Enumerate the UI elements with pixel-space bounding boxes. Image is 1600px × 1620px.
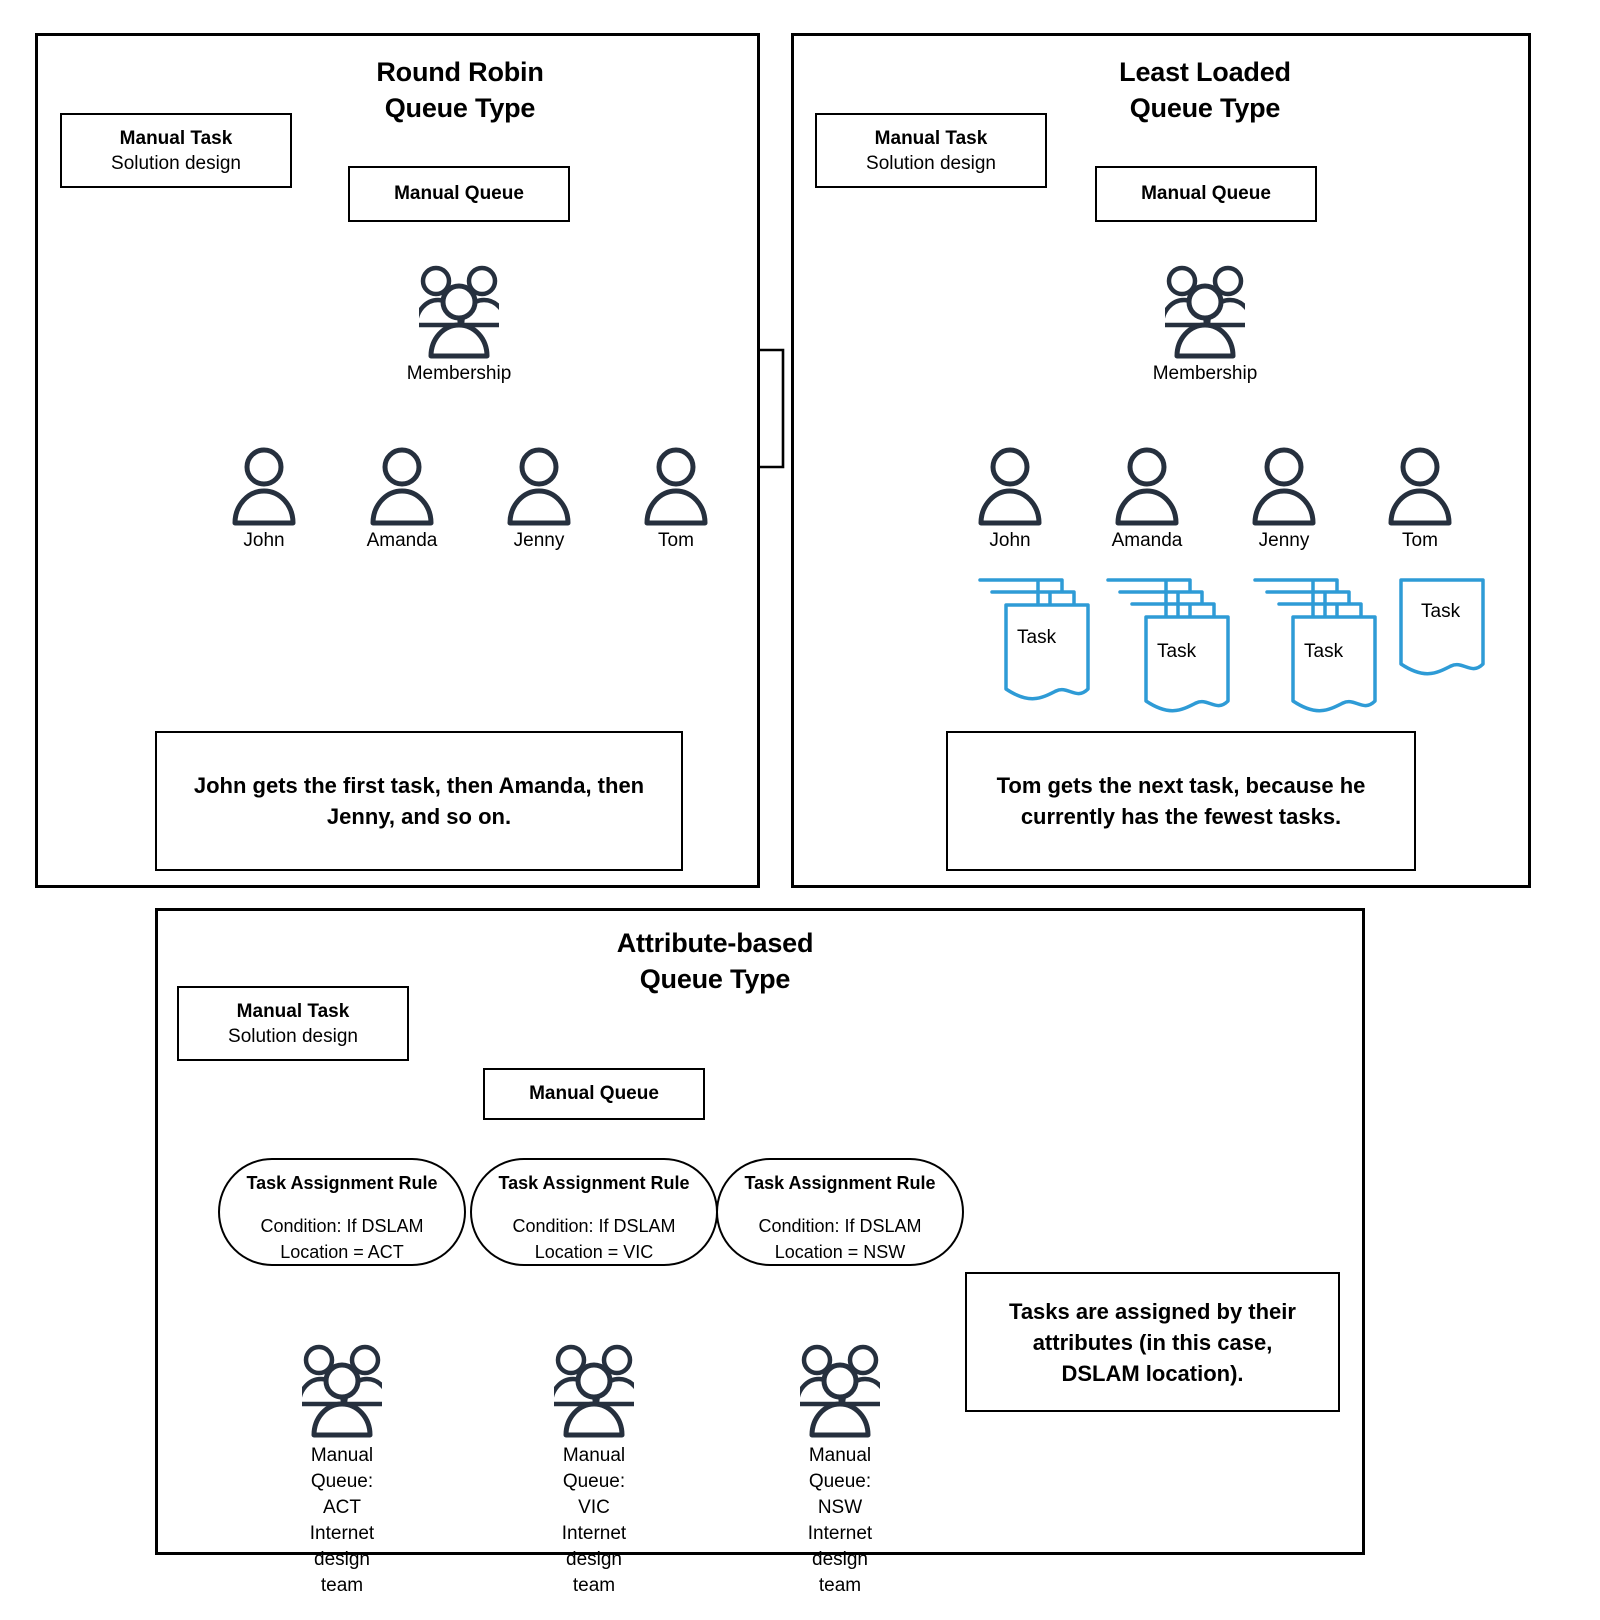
- person-node-john-ll: John: [978, 447, 1042, 551]
- rule-title: Task Assignment Rule: [498, 1173, 690, 1193]
- manual-task-box-round-robin: Manual Task Solution design: [60, 113, 292, 188]
- membership-label: Membership: [406, 363, 512, 384]
- rule-condition: Condition: If DSLAM Location = VIC: [512, 1216, 676, 1262]
- person-icon: [978, 447, 1042, 527]
- person-node-amanda-ll: Amanda: [1112, 447, 1182, 551]
- rule-title: Task Assignment Rule: [744, 1173, 936, 1193]
- task-assignment-rule-act: Task Assignment Rule Condition: If DSLAM…: [218, 1158, 466, 1266]
- panel-title-attribute-based: Attribute-based Queue Type: [616, 928, 814, 994]
- person-node-amanda-rr: Amanda: [367, 447, 437, 551]
- queue-team-node-nsw: Manual Queue: NSW Internet design team: [800, 1343, 880, 1596]
- manual-task-title: Manual Task: [119, 127, 233, 149]
- person-node-john-rr: John: [232, 447, 296, 551]
- person-node-jenny-rr: Jenny: [507, 447, 571, 551]
- person-label: Tom: [1402, 530, 1438, 551]
- person-label: John: [243, 530, 285, 551]
- panel-title-least-loaded: Least Loaded Queue Type: [1119, 57, 1291, 123]
- person-node-tom-ll: Tom: [1388, 447, 1452, 551]
- person-label: Tom: [658, 530, 694, 551]
- callout-least-loaded: Tom gets the next task, because he curre…: [946, 731, 1416, 871]
- rule-condition: Condition: If DSLAM Location = NSW: [758, 1216, 922, 1262]
- membership-node-round-robin: Membership: [407, 264, 511, 384]
- queue-team-node-vic: Manual Queue: VIC Internet design team: [554, 1343, 634, 1596]
- group-of-people-icon: [800, 1343, 880, 1439]
- manual-task-subtitle: Solution design: [111, 152, 241, 174]
- person-label: Amanda: [366, 530, 438, 551]
- queue-team-label: Manual Queue: ACT Internet design team: [309, 1445, 375, 1596]
- task-card-label: Task: [1421, 601, 1461, 622]
- queue-team-node-act: Manual Queue: ACT Internet design team: [302, 1343, 382, 1596]
- manual-queue-box-attribute: Manual Queue: [483, 1068, 705, 1120]
- manual-task-title: Manual Task: [874, 127, 988, 149]
- queue-team-label: Manual Queue: VIC Internet design team: [561, 1445, 627, 1596]
- manual-task-subtitle: Solution design: [866, 152, 996, 174]
- person-icon: [644, 447, 708, 527]
- manual-task-title: Manual Task: [236, 1000, 350, 1022]
- task-assignment-rule-nsw: Task Assignment Rule Condition: If DSLAM…: [716, 1158, 964, 1266]
- person-icon: [1252, 447, 1316, 527]
- person-node-tom-rr: Tom: [644, 447, 708, 551]
- queue-team-label: Manual Queue: NSW Internet design team: [807, 1445, 873, 1596]
- manual-task-subtitle: Solution design: [228, 1025, 358, 1047]
- person-icon: [370, 447, 434, 527]
- manual-task-box-least-loaded: Manual Task Solution design: [815, 113, 1047, 188]
- person-label: John: [989, 530, 1031, 551]
- rule-condition: Condition: If DSLAM Location = ACT: [260, 1216, 424, 1262]
- person-label: Jenny: [1258, 530, 1310, 551]
- manual-queue-box-round-robin: Manual Queue: [348, 166, 570, 222]
- group-of-people-icon: [419, 264, 499, 360]
- person-icon: [232, 447, 296, 527]
- manual-task-box-attribute: Manual Task Solution design: [177, 986, 409, 1061]
- membership-label: Membership: [1152, 363, 1258, 384]
- manual-queue-box-least-loaded: Manual Queue: [1095, 166, 1317, 222]
- person-label: Jenny: [513, 530, 565, 551]
- rule-title: Task Assignment Rule: [246, 1173, 438, 1193]
- group-of-people-icon: [554, 1343, 634, 1439]
- task-card-label: Task: [1017, 627, 1057, 648]
- panel-title-round-robin: Round Robin Queue Type: [376, 57, 544, 123]
- task-card-label: Task: [1304, 641, 1344, 662]
- membership-node-least-loaded: Membership: [1153, 264, 1257, 384]
- task-card-label: Task: [1157, 641, 1197, 662]
- task-assignment-rule-vic: Task Assignment Rule Condition: If DSLAM…: [470, 1158, 718, 1266]
- person-icon: [1115, 447, 1179, 527]
- person-node-jenny-ll: Jenny: [1252, 447, 1316, 551]
- callout-attribute-based: Tasks are assigned by their attributes (…: [965, 1272, 1340, 1412]
- group-of-people-icon: [302, 1343, 382, 1439]
- callout-round-robin: John gets the first task, then Amanda, t…: [155, 731, 683, 871]
- person-icon: [507, 447, 571, 527]
- group-of-people-icon: [1165, 264, 1245, 360]
- person-label: Amanda: [1111, 530, 1183, 551]
- person-icon: [1388, 447, 1452, 527]
